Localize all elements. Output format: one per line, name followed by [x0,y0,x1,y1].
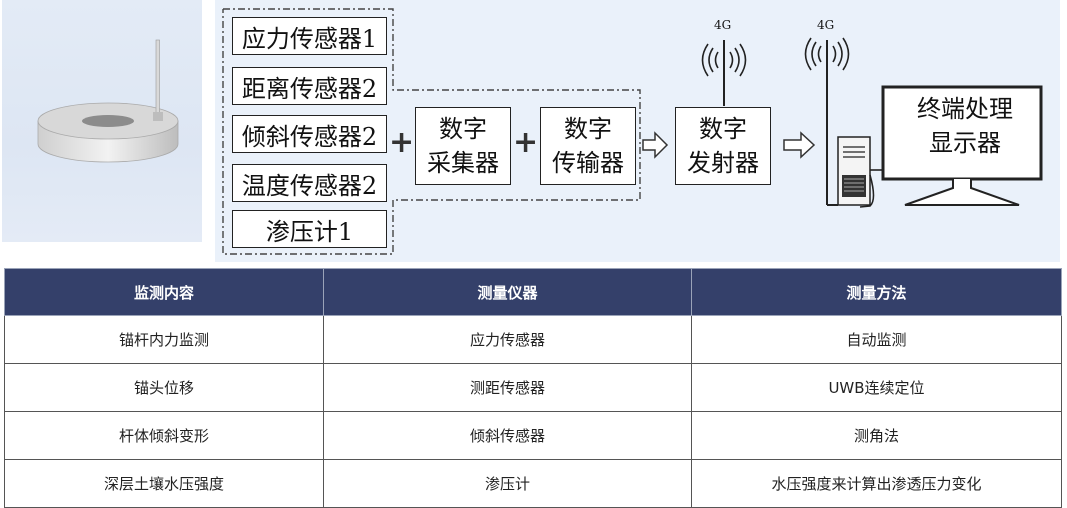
table-row: 杆体倾斜变形 倾斜传感器 测角法 [4,411,1062,460]
flow-diagram: 应力传感器1 距离传感器2 倾斜传感器2 温度传感器2 渗压计1 + + 数字 … [215,0,1060,262]
table-cell: 测距传感器 [323,363,692,412]
table-header-row: 监测内容 测量仪器 测量方法 [4,268,1062,316]
sensor-distance: 距离传感器2 [232,67,387,105]
sensor-piezometer: 渗压计1 [232,210,387,248]
plus-icon: + [389,125,415,160]
terminal-display-label: 终端处理 显示器 [891,92,1039,160]
transmitter-line-1: 数字 [699,115,747,143]
table-cell: 水压强度来计算出渗透压力变化 [691,459,1062,508]
table-cell: 自动监测 [691,315,1062,364]
header-instrument: 测量仪器 [323,268,692,316]
sensor-tilt: 倾斜传感器2 [232,115,387,153]
acquisition-line-1: 数字 [439,115,487,143]
transmission-line-2: 传输器 [552,149,624,177]
table-row: 锚头位移 测距传感器 UWB连续定位 [4,363,1062,412]
sensor-photo [2,0,202,242]
antenna-icon [701,40,747,106]
signal-label-receiver: 4G [817,18,835,32]
acquisition-line-2: 采集器 [427,149,499,177]
ring-sensor-image [37,39,179,163]
transmission-box: 数字 传输器 [540,107,636,185]
arrow-2 [783,131,816,159]
table-cell: 锚杆内力监测 [4,315,324,364]
table-cell: 渗压计 [323,459,692,508]
sensor-stress: 应力传感器1 [232,17,387,55]
signal-label-transmitter: 4G [714,18,732,32]
table-cell: 锚头位移 [4,363,324,412]
monitoring-table: 监测内容 测量仪器 测量方法 锚杆内力监测 应力传感器 自动监测 锚头位移 测距… [4,268,1062,508]
computer-tower-icon [837,136,871,206]
monitor-icon [881,85,1043,206]
sensor-temperature: 温度传感器2 [232,164,387,202]
arrow-1 [642,131,669,159]
table-cell: 倾斜传感器 [323,411,692,460]
table-cell: 应力传感器 [323,315,692,364]
diagram-graphics [222,8,1043,255]
table-cell: UWB连续定位 [691,363,1062,412]
plus-icon: + [513,125,539,160]
transmitter-line-2: 发射器 [687,149,759,177]
table-cell: 深层土壤水压强度 [4,459,324,508]
table-row: 深层土壤水压强度 渗压计 水压强度来计算出渗透压力变化 [4,459,1062,508]
transmission-line-1: 数字 [564,115,612,143]
table-cell: 杆体倾斜变形 [4,411,324,460]
table-row: 锚杆内力监测 应力传感器 自动监测 [4,315,1062,364]
table-cell: 测角法 [691,411,1062,460]
terminal-line-1: 终端处理 [917,95,1013,123]
header-method: 测量方法 [691,268,1062,316]
header-monitor-content: 监测内容 [4,268,324,316]
terminal-line-2: 显示器 [929,129,1001,157]
acquisition-box: 数字 采集器 [415,107,511,185]
transmitter-box: 数字 发射器 [675,107,771,185]
receiver-antenna-icon [804,37,850,206]
